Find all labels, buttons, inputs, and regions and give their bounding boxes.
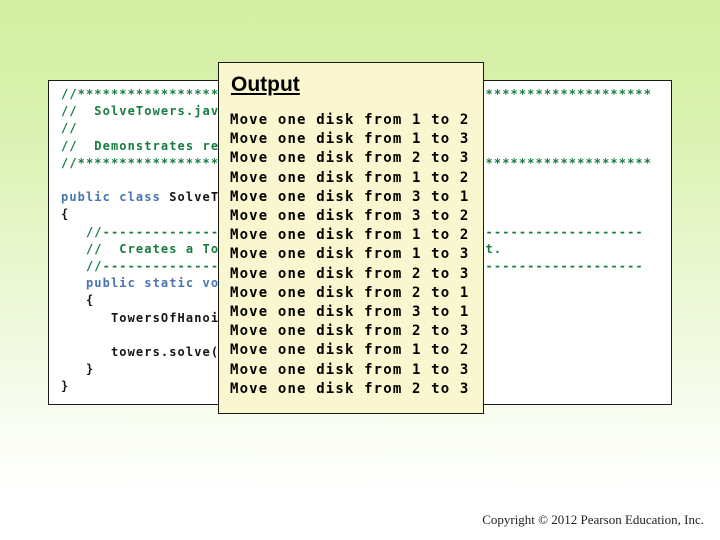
output-line: Move one disk from 2 to 3 <box>230 380 470 397</box>
code-line: } <box>61 379 70 394</box>
output-line: Move one disk from 3 to 1 <box>230 304 470 321</box>
output-line: Move one disk from 1 to 2 <box>230 112 470 128</box>
code-line: { <box>61 293 95 308</box>
code-line: } <box>61 362 95 377</box>
code-line: public static vo <box>61 276 220 291</box>
output-line: Move one disk from 2 to 3 <box>230 323 470 340</box>
output-line: Move one disk from 1 to 3 <box>230 361 470 378</box>
code-line: // SolveTowers.java <box>61 104 228 119</box>
output-line: Move one disk from 1 to 3 <box>230 246 470 263</box>
output-line: Move one disk from 1 to 3 <box>230 131 470 148</box>
code-line: // <box>61 121 78 136</box>
output-line: Move one disk from 2 to 3 <box>230 265 470 282</box>
output-line: Move one disk from 2 to 3 <box>230 150 470 167</box>
output-line: Move one disk from 1 to 2 <box>230 342 470 359</box>
output-line: Move one disk from 3 to 1 <box>230 188 470 205</box>
output-line: Move one disk from 3 to 2 <box>230 208 470 225</box>
output-panel-title: Output <box>231 73 300 96</box>
code-line: // Demonstrates re <box>61 138 220 153</box>
copyright-text: Copyright © 2012 Pearson Education, Inc. <box>482 512 704 527</box>
code-line: towers.solve( <box>61 345 220 360</box>
output-lines: Move one disk from 1 to 2 Move one disk f… <box>230 111 483 399</box>
code-line: // Creates a To t. <box>85 241 503 256</box>
output-line: Move one disk from 2 to 1 <box>230 284 470 301</box>
code-line: public class SolveT <box>61 190 220 205</box>
output-line: Move one disk from 1 to 2 <box>230 227 470 244</box>
code-line: { <box>61 207 70 222</box>
output-line: Move one disk from 1 to 2 <box>230 169 470 186</box>
